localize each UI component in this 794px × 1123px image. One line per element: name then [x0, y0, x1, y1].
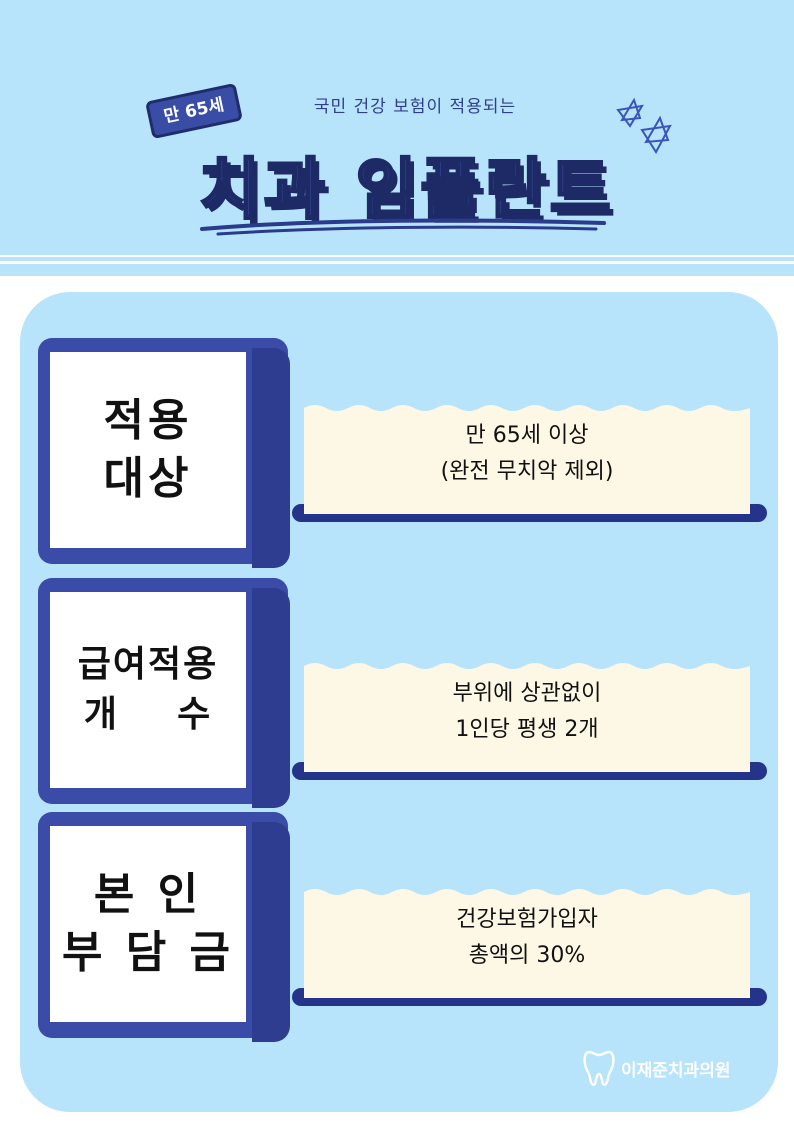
info-text: 건강보험가입자 총액의 30%	[304, 902, 750, 974]
info-box-count: 부위에 상관없이 1인당 평생 2개	[292, 660, 767, 780]
page-title: 치과 임플란트	[198, 150, 615, 230]
label-line: 대상	[103, 453, 193, 504]
wavy-paper-shape	[304, 663, 750, 772]
label-card-count: 급여적용 개 수	[38, 578, 290, 808]
info-text: 만 65세 이상 (완전 무치악 제외)	[304, 418, 750, 490]
info-box-copay: 건강보험가입자 총액의 30%	[292, 886, 767, 1006]
label-line: 본 인	[93, 869, 203, 920]
wavy-paper-shape	[304, 405, 750, 514]
header-subtitle: 국민 건강 보험이 적용되는	[313, 97, 517, 117]
wavy-paper-shape	[304, 889, 750, 998]
sparkle-stars-icon	[616, 97, 672, 154]
label-line: 부 담 금	[61, 927, 235, 978]
header-divider	[0, 257, 794, 261]
info-paper	[304, 886, 750, 998]
title-underline-swoosh	[200, 218, 606, 236]
info-line: 1인당 평생 2개	[455, 717, 599, 742]
tooth-icon	[583, 1050, 615, 1086]
card-face: 급여적용 개 수	[50, 592, 246, 788]
clinic-logo: 이재준치과의원	[583, 1046, 773, 1090]
info-line: 만 65세 이상	[465, 423, 589, 448]
card-depth	[252, 822, 290, 1042]
card-depth	[252, 588, 290, 808]
info-paper	[304, 402, 750, 514]
header-band	[0, 264, 794, 276]
label-line: 급여적용	[77, 644, 219, 685]
card-face: 적용 대상	[50, 352, 246, 548]
card-depth	[252, 348, 290, 568]
info-paper	[304, 660, 750, 772]
label-line: 적용	[103, 395, 193, 446]
label-line: 개 수	[83, 694, 213, 735]
card-face: 본 인 부 담 금	[50, 826, 246, 1022]
info-line: 부위에 상관없이	[452, 681, 602, 706]
info-text: 부위에 상관없이 1인당 평생 2개	[304, 676, 750, 748]
clinic-name: 이재준치과의원	[621, 1060, 731, 1081]
info-line: 총액의 30%	[468, 943, 586, 968]
info-line: (완전 무치악 제외)	[440, 459, 614, 484]
info-box-target: 만 65세 이상 (완전 무치악 제외)	[292, 402, 767, 522]
info-line: 건강보험가입자	[456, 907, 598, 932]
label-card-target: 적용 대상	[38, 338, 290, 568]
label-card-copay: 본 인 부 담 금	[38, 812, 290, 1042]
